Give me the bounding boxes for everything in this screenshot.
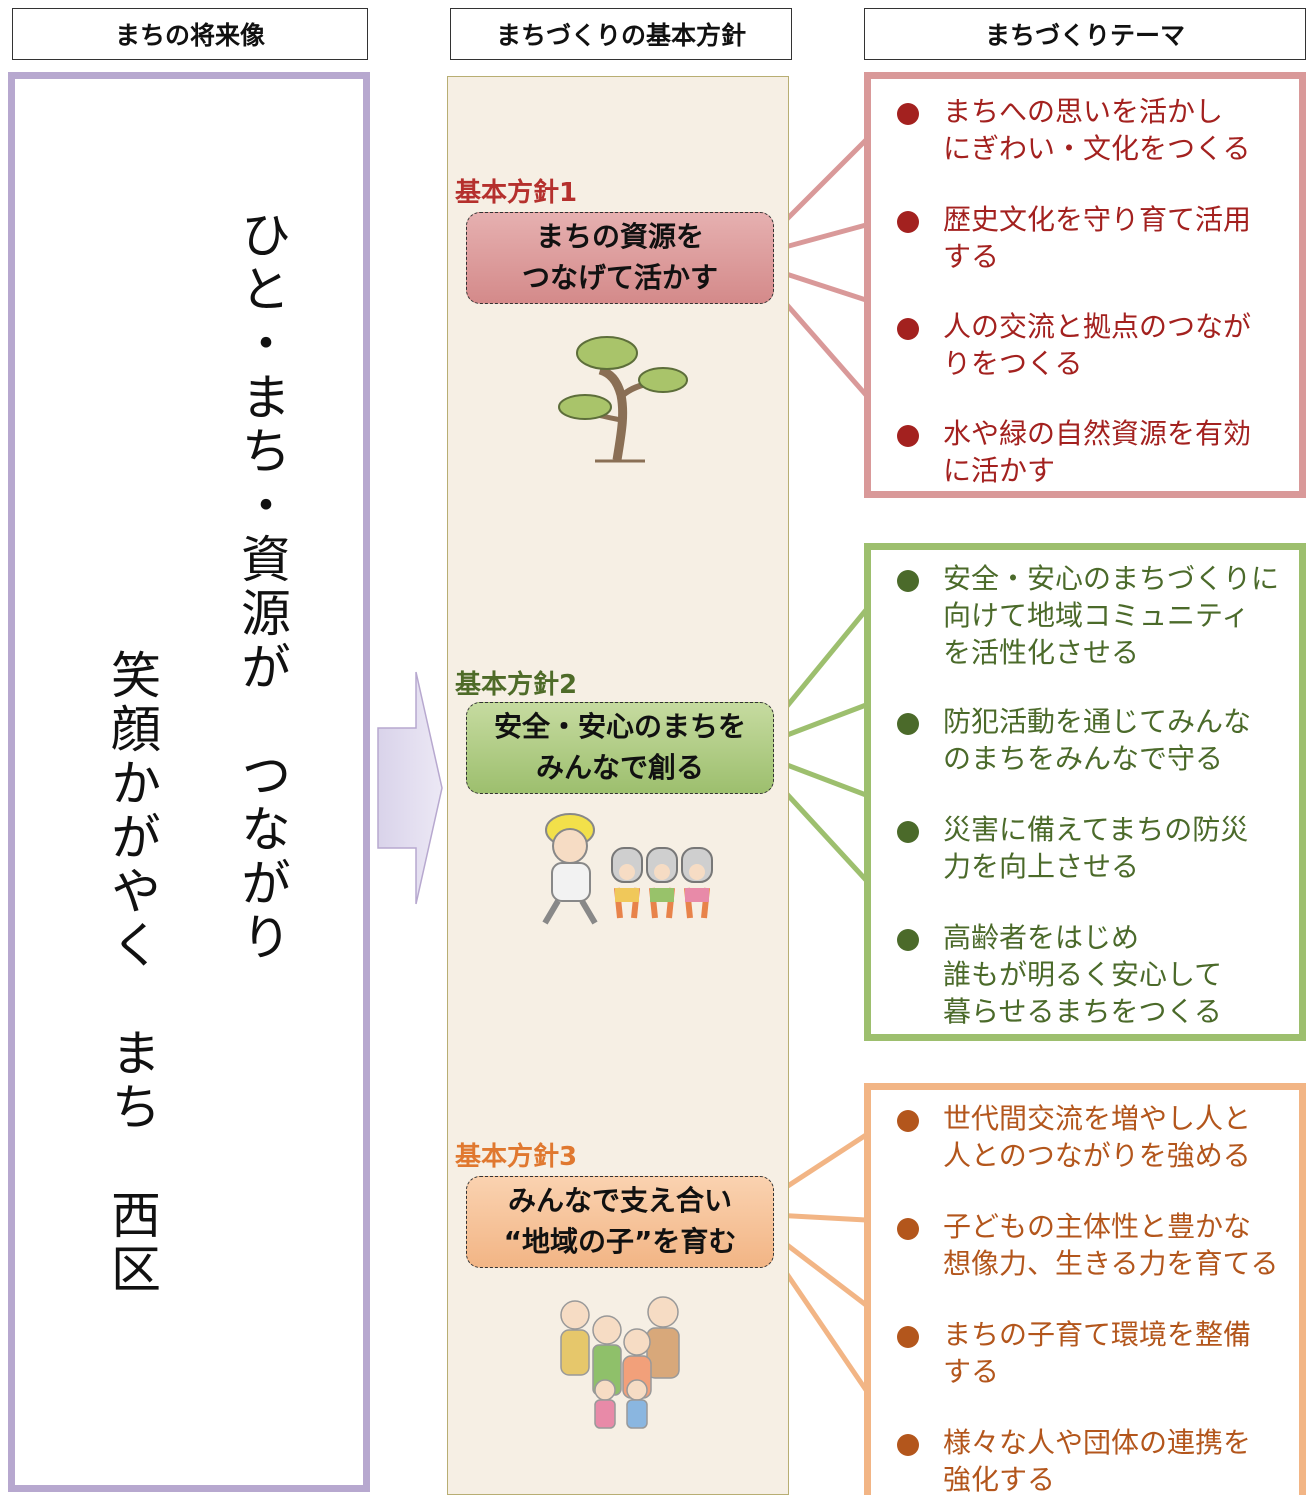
theme-box-2: 安全・安心のまちづくりに向けて地域コミュニティを活性化させる 防犯活動を通じてみ…: [864, 543, 1306, 1041]
flow-arrow-icon: [377, 671, 443, 905]
bullet-icon: [897, 713, 919, 735]
theme-box-3: 世代間交流を増やし人と人とのつながりを強める 子どもの主体性と豊かな想像力、生き…: [864, 1083, 1306, 1496]
theme-3-1-line1: 世代間交流を増やし人と: [943, 1102, 1252, 1135]
pine-tree-icon: [558, 336, 688, 463]
theme-3-4-line2: 強化する: [943, 1463, 1056, 1496]
theme-1-2: 歴史文化を守り育て活用する: [871, 201, 1299, 281]
policy3-title-line1: みんなで支え合い: [507, 1184, 732, 1218]
theme-1-3: 人の交流と拠点のつながりをつくる: [871, 308, 1299, 388]
theme-2-1-line3: を活性化させる: [943, 636, 1140, 669]
theme-1-4-line1: 水や緑の自然資源を有効: [943, 417, 1252, 450]
header-policy: まちづくりの基本方針: [450, 8, 792, 60]
theme-1-4-line2: に活かす: [943, 454, 1056, 487]
policy2-label: 基本方針2: [455, 670, 578, 700]
vision-line-1: ひと・まち・資源が つながり: [233, 209, 291, 965]
theme-2-2-line1: 防犯活動を通じてみんな: [943, 705, 1252, 738]
theme-1-1-line2: にぎわい・文化をつくる: [943, 132, 1251, 165]
policy1-label: 基本方針1: [455, 178, 578, 208]
theme-3-2: 子どもの主体性と豊かな想像力、生きる力を育てる: [871, 1208, 1299, 1288]
bullet-icon: [897, 318, 919, 340]
policy1-box: まちの資源を つなげて活かす: [466, 212, 774, 304]
policy2-box: 安全・安心のまちを みんなで創る: [466, 702, 774, 794]
theme-2-4-line2: 誰もが明るく安心して: [943, 958, 1223, 991]
bullet-icon: [897, 1110, 919, 1132]
bullet-icon: [897, 425, 919, 447]
theme-3-3-line1: まちの子育て環境を整備: [943, 1318, 1252, 1351]
theme-2-3: 災害に備えてまちの防災力を向上させる: [871, 811, 1299, 891]
theme-3-2-line2: 想像力、生きる力を育てる: [943, 1247, 1279, 1280]
policy3-label: 基本方針3: [455, 1142, 578, 1172]
policy2-title-line2: みんなで創る: [535, 751, 704, 784]
theme-2-1-line2: 向けて地域コミュニティ: [943, 599, 1250, 632]
policy1-title-line1: まちの資源を: [535, 220, 704, 254]
evacuation-drill-icon: [542, 813, 713, 925]
theme-2-2: 防犯活動を通じてみんなのまちをみんなで守る: [871, 703, 1299, 783]
theme-3-1: 世代間交流を増やし人と人とのつながりを強める: [871, 1100, 1299, 1180]
bullet-icon: [897, 103, 919, 125]
bullet-icon: [897, 570, 919, 592]
theme-3-3: まちの子育て環境を整備する: [871, 1316, 1299, 1396]
policy1-title-line2: つなげて活かす: [521, 261, 718, 294]
bullet-icon: [897, 1434, 919, 1456]
bullet-icon: [897, 821, 919, 843]
vision-box: ひと・まち・資源が つながり 笑顔かがやく まち 西区: [8, 72, 370, 1492]
header-vision: まちの将来像: [12, 8, 368, 60]
policy3-connectors: [771, 1132, 869, 1392]
family-group-icon: [560, 1296, 680, 1429]
theme-1-4: 水や緑の自然資源を有効に活かす: [871, 415, 1299, 495]
theme-1-1-line1: まちへの思いを活かし: [943, 95, 1224, 128]
theme-2-4-line1: 高齢者をはじめ: [943, 921, 1140, 954]
theme-1-2-line1: 歴史文化を守り育て活用: [943, 203, 1252, 236]
theme-1-3-line2: りをつくる: [943, 347, 1083, 380]
bullet-icon: [897, 1326, 919, 1348]
theme-2-1-line1: 安全・安心のまちづくりに: [943, 562, 1280, 595]
policy2-title-line1: 安全・安心のまちを: [493, 710, 746, 744]
theme-1-3-line1: 人の交流と拠点のつなが: [943, 310, 1252, 343]
theme-box-1: まちへの思いを活かしにぎわい・文化をつくる 歴史文化を守り育て活用する 人の交流…: [864, 72, 1306, 498]
theme-2-3-line1: 災害に備えてまちの防災: [943, 813, 1249, 846]
theme-3-2-line1: 子どもの主体性と豊かな: [943, 1210, 1252, 1243]
theme-1-2-line2: する: [943, 240, 1000, 273]
vision-line-2: 笑顔かがやく まち 西区: [103, 649, 161, 1297]
theme-1-1: まちへの思いを活かしにぎわい・文化をつくる: [871, 93, 1299, 173]
bullet-icon: [897, 1218, 919, 1240]
theme-3-3-line2: する: [943, 1355, 1000, 1388]
policy1-connectors: [772, 138, 868, 397]
theme-3-4-line1: 様々な人や団体の連携を: [943, 1426, 1252, 1459]
theme-2-4: 高齢者をはじめ誰もが明るく安心して暮らせるまちをつくる: [871, 919, 1299, 1039]
header-theme: まちづくりテーマ: [864, 8, 1306, 60]
theme-2-3-line2: 力を向上させる: [943, 850, 1140, 883]
theme-2-1: 安全・安心のまちづくりに向けて地域コミュニティを活性化させる: [871, 560, 1299, 680]
policy3-box: みんなで支え合い “地域の子”を育む: [466, 1176, 774, 1268]
theme-3-1-line2: 人とのつながりを強める: [943, 1139, 1251, 1172]
bullet-icon: [897, 929, 919, 951]
theme-3-4: 様々な人や団体の連携を強化する: [871, 1424, 1299, 1504]
policy3-title-line2: “地域の子”を育む: [503, 1225, 737, 1258]
policy2-connectors: [772, 608, 868, 882]
bullet-icon: [897, 211, 919, 233]
theme-2-4-line3: 暮らせるまちをつくる: [943, 995, 1222, 1028]
theme-2-2-line2: のまちをみんなで守る: [943, 742, 1224, 775]
